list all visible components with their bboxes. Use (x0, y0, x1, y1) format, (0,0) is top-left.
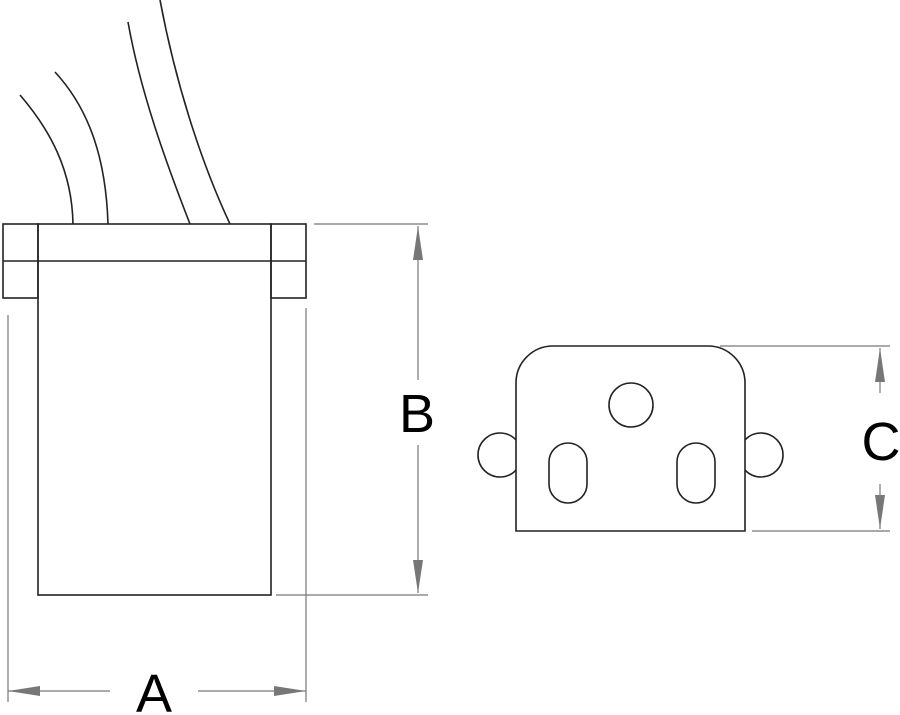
label-c: C (862, 412, 900, 472)
wire-1 (19, 94, 74, 225)
wire-3 (127, 21, 191, 225)
socket-face (515, 345, 746, 532)
front-view (477, 345, 784, 532)
arrow-down-icon (875, 495, 885, 529)
arrow-up-icon (875, 348, 885, 382)
body (37, 223, 272, 596)
wire-4 (159, 0, 231, 225)
arrow-up-icon (413, 226, 423, 260)
right-pin-slot (676, 442, 716, 504)
label-b: B (399, 384, 435, 444)
dimension-a: A (7, 308, 307, 715)
left-pin-slot (548, 442, 588, 504)
arrow-left-icon (8, 686, 40, 696)
dimension-b: B (276, 223, 435, 596)
label-a: A (136, 664, 172, 715)
earth-hole (608, 382, 654, 428)
dimension-c: C (720, 345, 900, 532)
arrow-down-icon (413, 560, 423, 593)
wire-2 (54, 71, 109, 225)
arrow-right-icon (274, 686, 306, 696)
side-view (2, 0, 307, 596)
